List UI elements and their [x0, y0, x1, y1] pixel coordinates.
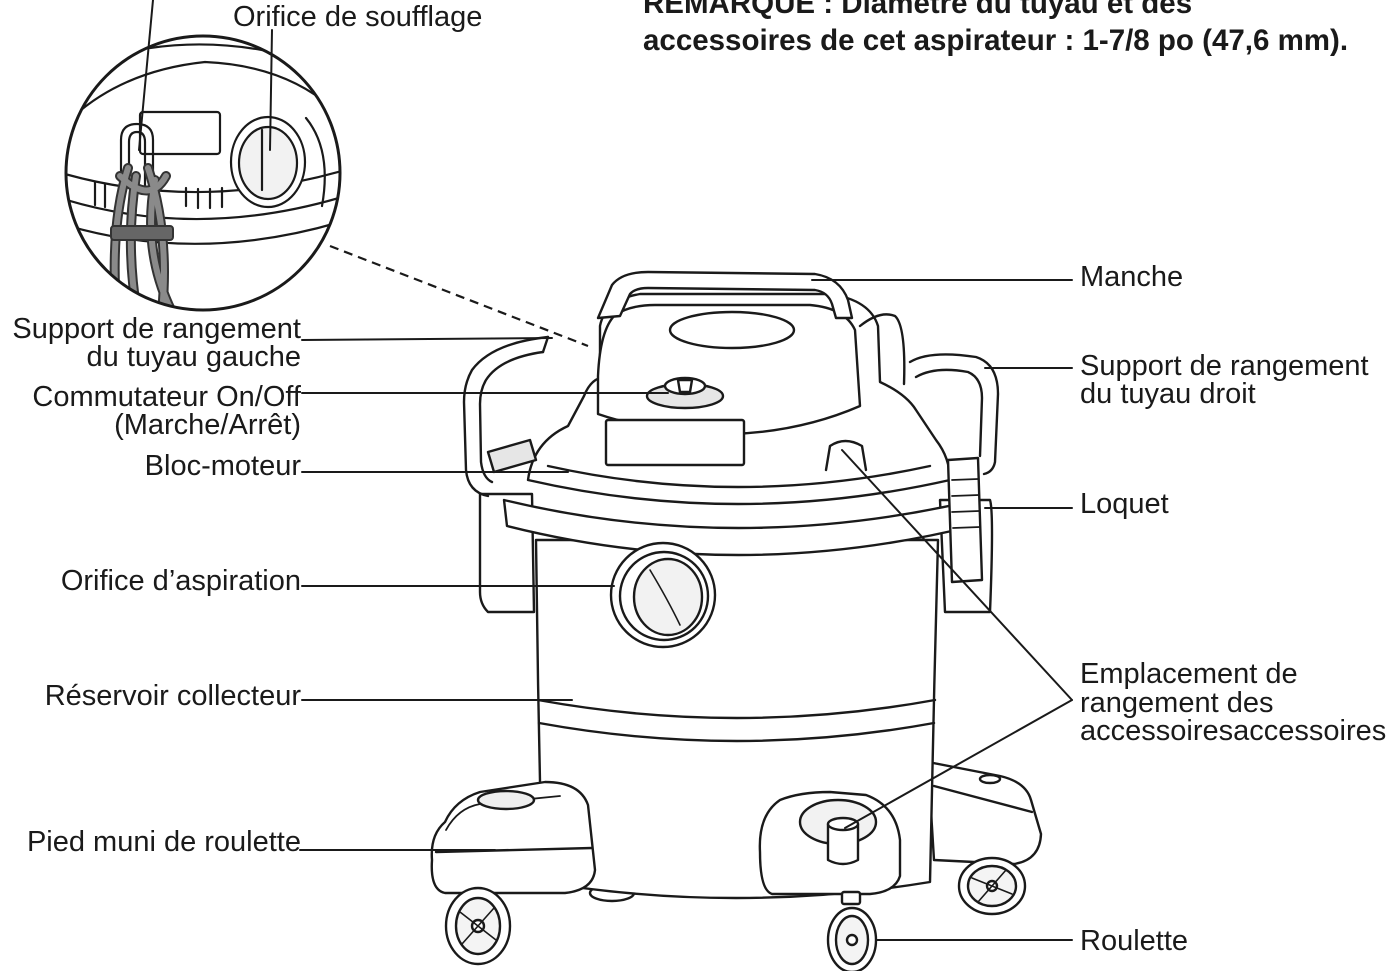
label-right-hose-holder: Support de rangement du tuyau droit [1080, 350, 1369, 410]
label-switch-line-1: Commutateur On/Off [32, 381, 301, 413]
label-accessory-storage-line-2: rangement des [1080, 686, 1274, 719]
inset-dashed-pointer [329, 244, 589, 348]
label-motor-head: Bloc-moteur [144, 450, 301, 482]
label-latch: Loquet [1080, 488, 1169, 520]
power-cord-bundle [109, 163, 187, 309]
label-right-hose-holder-line-1: Support de rangement [1080, 350, 1369, 382]
cord-tie [110, 225, 174, 241]
diameter-note: REMARQUE : Diamètre du tuyau et des acce… [643, 0, 1383, 62]
inset-detail [67, 37, 339, 309]
front-caster-wheel [826, 890, 878, 971]
label-handle: Manche [1080, 261, 1184, 293]
label-switch: Commutateur On/Off (Marche/Arrêt) [32, 381, 301, 441]
inset-circle [64, 34, 342, 312]
left-caster-foot [430, 780, 597, 895]
label-left-hose-holder-line-2: du tuyau gauche [86, 341, 301, 373]
inset-head-top-inner [148, 43, 264, 52]
label-caster: Roulette [1080, 925, 1189, 957]
label-switch-line-2: (Marche/Arrêt) [114, 409, 301, 441]
label-caster-foot: Pied muni de roulette [26, 826, 301, 858]
left-clip [486, 438, 538, 474]
note-line-2: accessoires de cet aspirateur : 1-7/8 po… [643, 24, 1349, 57]
inset-rim-ribs [93, 180, 224, 210]
leader-line-cord-hook [138, 0, 154, 151]
lid-oval [668, 310, 796, 350]
suction-port [609, 541, 717, 649]
leader-line-accessory-storage-head [841, 449, 1073, 701]
motor-head-badge [604, 418, 746, 467]
label-accessory-storage: Emplacement de rangement des accessoires… [1080, 660, 1386, 746]
label-blow-port: Orifice de soufflage [233, 1, 483, 33]
carry-handle [596, 270, 854, 320]
right-caster-foot [758, 790, 902, 896]
label-left-hose-holder-line-1: Support de rangement [12, 313, 301, 345]
inset-port-wall [304, 116, 326, 208]
right-latch-ribs [951, 478, 981, 529]
label-right-hose-holder-line-2: du tuyau droit [1080, 378, 1256, 410]
accessory-storage-post [826, 816, 860, 866]
rear-right-caster-wheel [957, 856, 1027, 916]
leader-line-left-hose-holder [301, 337, 553, 341]
cord-hook-detail [119, 122, 155, 194]
label-accessory-storage-line-1: Emplacement de [1080, 658, 1298, 690]
blow-port-detail [229, 115, 307, 209]
accessory-storage-head [824, 439, 868, 472]
motor-head-lip [546, 464, 932, 489]
tank-band-bottom [537, 721, 936, 743]
left-caster-wheel [444, 886, 512, 966]
leader-line-accessory-storage-foot [844, 699, 1073, 829]
motor-head-shoulder [858, 313, 906, 386]
vacuum [430, 270, 1043, 971]
left-hose-holder [462, 335, 550, 498]
label-accessory-storage-line-3: accessoiresaccessoires [1080, 715, 1387, 747]
inset-background [67, 37, 339, 309]
note-line-1: REMARQUE : Diamètre du tuyau et des [643, 0, 1193, 20]
right-latch [946, 456, 984, 584]
tank-band-top [536, 698, 937, 720]
label-tank: Réservoir collecteur [44, 680, 301, 712]
leader-lines [138, 0, 1073, 941]
leader-line-blow-port [269, 29, 273, 151]
rear-right-caster-foot [926, 760, 1043, 866]
on-off-switch [645, 376, 725, 410]
right-hose-holder [908, 353, 1000, 476]
inset-rim-bottom [67, 217, 339, 245]
label-left-hose-holder: Support de rangement du tuyau gauche [12, 313, 301, 373]
label-suction-port: Orifice d’aspiration [60, 565, 301, 597]
inset-rim-mid [67, 192, 339, 221]
